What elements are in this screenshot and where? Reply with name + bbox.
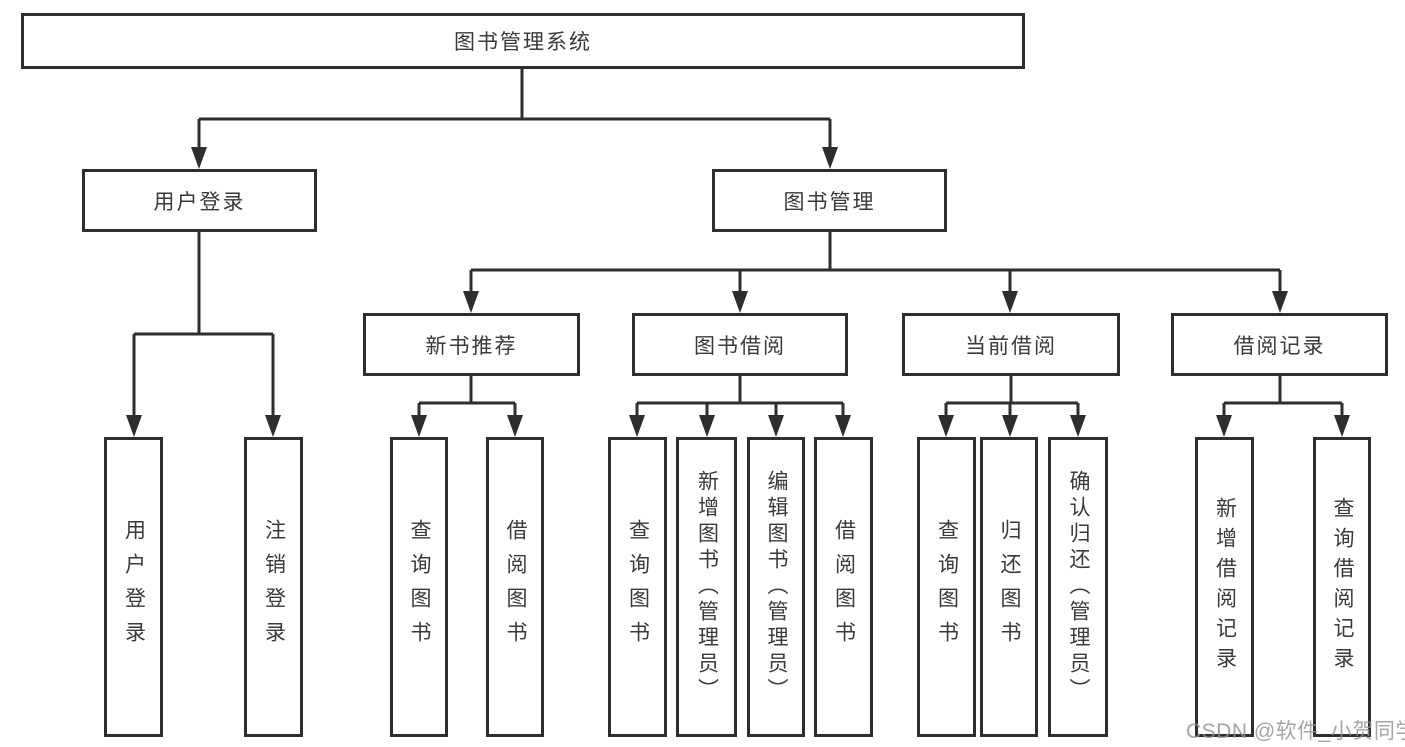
node-leaf-current-query-books: 查询图书	[917, 437, 976, 737]
node-leaf-user-login: 用户登录	[104, 437, 163, 737]
connector-root-to-level2	[191, 69, 838, 169]
node-book-management: 图书管理	[712, 169, 947, 232]
node-user-login-label: 用户登录	[153, 190, 246, 214]
node-leaf-records-add-borrow-record: 新增借阅记录	[1195, 437, 1254, 737]
node-borrow-records-label: 借阅记录	[1233, 334, 1326, 358]
node-leaf-recommend-borrow-books-label: 借阅图书	[504, 519, 527, 655]
connector-book-management-to-level3	[463, 232, 1288, 313]
node-user-login: 用户登录	[82, 169, 317, 232]
node-book-borrow-label: 图书借阅	[694, 334, 786, 358]
node-new-book-recommend-label: 新书推荐	[425, 334, 518, 358]
node-leaf-recommend-query-books: 查询图书	[390, 437, 448, 737]
node-leaf-current-confirm-return-admin-label: 确认归还（管理员）	[1067, 470, 1090, 704]
node-current-borrow-label: 当前借阅	[965, 334, 1057, 358]
node-leaf-records-query-borrow-record-label: 查询借阅记录	[1331, 497, 1354, 677]
node-current-borrow: 当前借阅	[902, 313, 1120, 376]
node-root-label: 图书管理系统	[454, 31, 592, 54]
node-book-management-label: 图书管理	[783, 190, 876, 214]
node-new-book-recommend: 新书推荐	[363, 313, 580, 376]
node-book-borrow: 图书借阅	[632, 313, 848, 376]
node-leaf-user-login-label: 用户登录	[122, 519, 146, 655]
connector-book-borrow-to-children	[629, 376, 851, 437]
node-leaf-borrow-add-books-admin: 新增图书（管理员）	[676, 437, 737, 737]
node-leaf-borrow-add-books-admin-label: 新增图书（管理员）	[695, 470, 719, 704]
csdn-watermark: CSDN @软件_小贺同学	[1186, 720, 1405, 743]
node-leaf-borrow-borrow-books-label: 借阅图书	[832, 519, 856, 655]
node-leaf-logout-login-label: 注销登录	[262, 519, 286, 655]
node-leaf-current-query-books-label: 查询图书	[935, 519, 959, 655]
node-leaf-current-return-books: 归还图书	[980, 437, 1038, 737]
node-leaf-borrow-borrow-books: 借阅图书	[814, 437, 873, 737]
node-leaf-recommend-query-books-label: 查询图书	[408, 519, 431, 655]
connector-new-book-recommend-to-children	[411, 376, 523, 437]
connector-borrow-records-to-children	[1216, 376, 1350, 437]
node-leaf-records-add-borrow-record-label: 新增借阅记录	[1213, 497, 1237, 677]
node-borrow-records: 借阅记录	[1171, 313, 1388, 376]
node-leaf-recommend-borrow-books: 借阅图书	[486, 437, 544, 737]
connector-user-login-to-children	[126, 232, 281, 437]
node-leaf-current-confirm-return-admin: 确认归还（管理员）	[1048, 437, 1108, 737]
node-leaf-records-query-borrow-record: 查询借阅记录	[1313, 437, 1371, 737]
node-leaf-borrow-edit-books-admin-label: 编辑图书（管理员）	[765, 470, 788, 704]
node-leaf-current-return-books-label: 归还图书	[998, 519, 1021, 655]
node-leaf-logout-login: 注销登录	[244, 437, 303, 737]
node-leaf-borrow-edit-books-admin: 编辑图书（管理员）	[747, 437, 805, 737]
connector-current-borrow-to-children	[938, 376, 1086, 437]
node-leaf-borrow-query-books-label: 查询图书	[626, 519, 650, 655]
node-root: 图书管理系统	[21, 13, 1025, 69]
node-leaf-borrow-query-books: 查询图书	[608, 437, 667, 737]
